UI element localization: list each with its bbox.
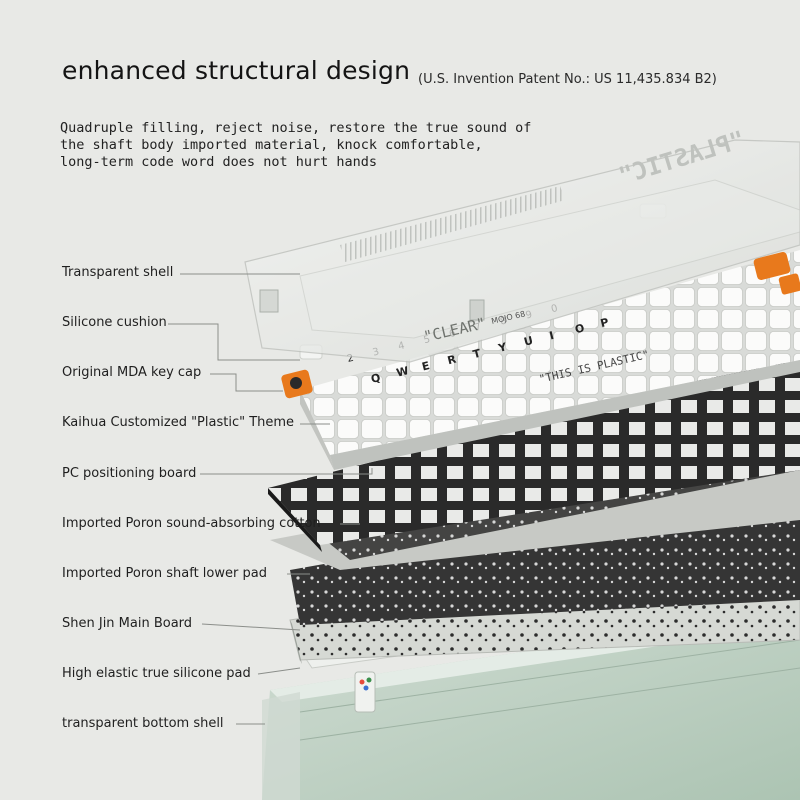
label-silicone-cushion: Silicone cushion bbox=[62, 315, 167, 330]
keycap-legend: U bbox=[523, 334, 535, 349]
label-positioning-board: PC positioning board bbox=[62, 466, 197, 481]
keycap-legend: E bbox=[421, 359, 431, 373]
label-transparent-shell: Transparent shell bbox=[62, 265, 174, 280]
keycap-legend: W bbox=[395, 364, 410, 380]
label-silicone-pad: High elastic true silicone pad bbox=[62, 666, 251, 681]
label-shaft-lower-pad: Imported Poron shaft lower pad bbox=[62, 566, 267, 581]
patent-number: (U.S. Invention Patent No.: US 11,435.83… bbox=[418, 72, 717, 87]
keycap-legend: P bbox=[599, 316, 610, 331]
label-mda-keycap: Original MDA key cap bbox=[62, 365, 202, 380]
keycap-logo-icon bbox=[290, 377, 302, 389]
rgb-led-red bbox=[359, 679, 365, 685]
orange-accent-keycap bbox=[753, 252, 791, 280]
leader-lines bbox=[168, 273, 373, 725]
label-sound-absorbing-cotton: Imported Poron sound-absorbing cotton bbox=[62, 516, 321, 531]
label-bottom-shell: transparent bottom shell bbox=[62, 716, 224, 731]
description-line: long-term code word does not hurt hands bbox=[60, 154, 377, 170]
keycap-legend: R bbox=[446, 353, 458, 368]
label-plastic-theme: Kaihua Customized "Plastic" Theme bbox=[62, 415, 295, 430]
keycap-legend: T bbox=[472, 347, 483, 362]
page-title: enhanced structural design bbox=[62, 56, 411, 85]
positioning-plate-layer bbox=[268, 355, 800, 552]
description-line: Quadruple filling, reject noise, restore… bbox=[60, 120, 532, 136]
keycap-legend: 2 bbox=[346, 353, 355, 365]
feature-description: Quadruple filling, reject noise, restore… bbox=[60, 120, 532, 171]
keycap-legend: Q bbox=[370, 371, 382, 386]
rgb-led-blue bbox=[363, 685, 369, 691]
keycap-legend: O bbox=[574, 321, 586, 336]
rgb-led-green bbox=[366, 677, 372, 683]
keycap-legend: I bbox=[548, 329, 555, 343]
label-main-board: Shen Jin Main Board bbox=[62, 616, 193, 631]
description-line: the shaft body imported material, knock … bbox=[60, 137, 483, 153]
